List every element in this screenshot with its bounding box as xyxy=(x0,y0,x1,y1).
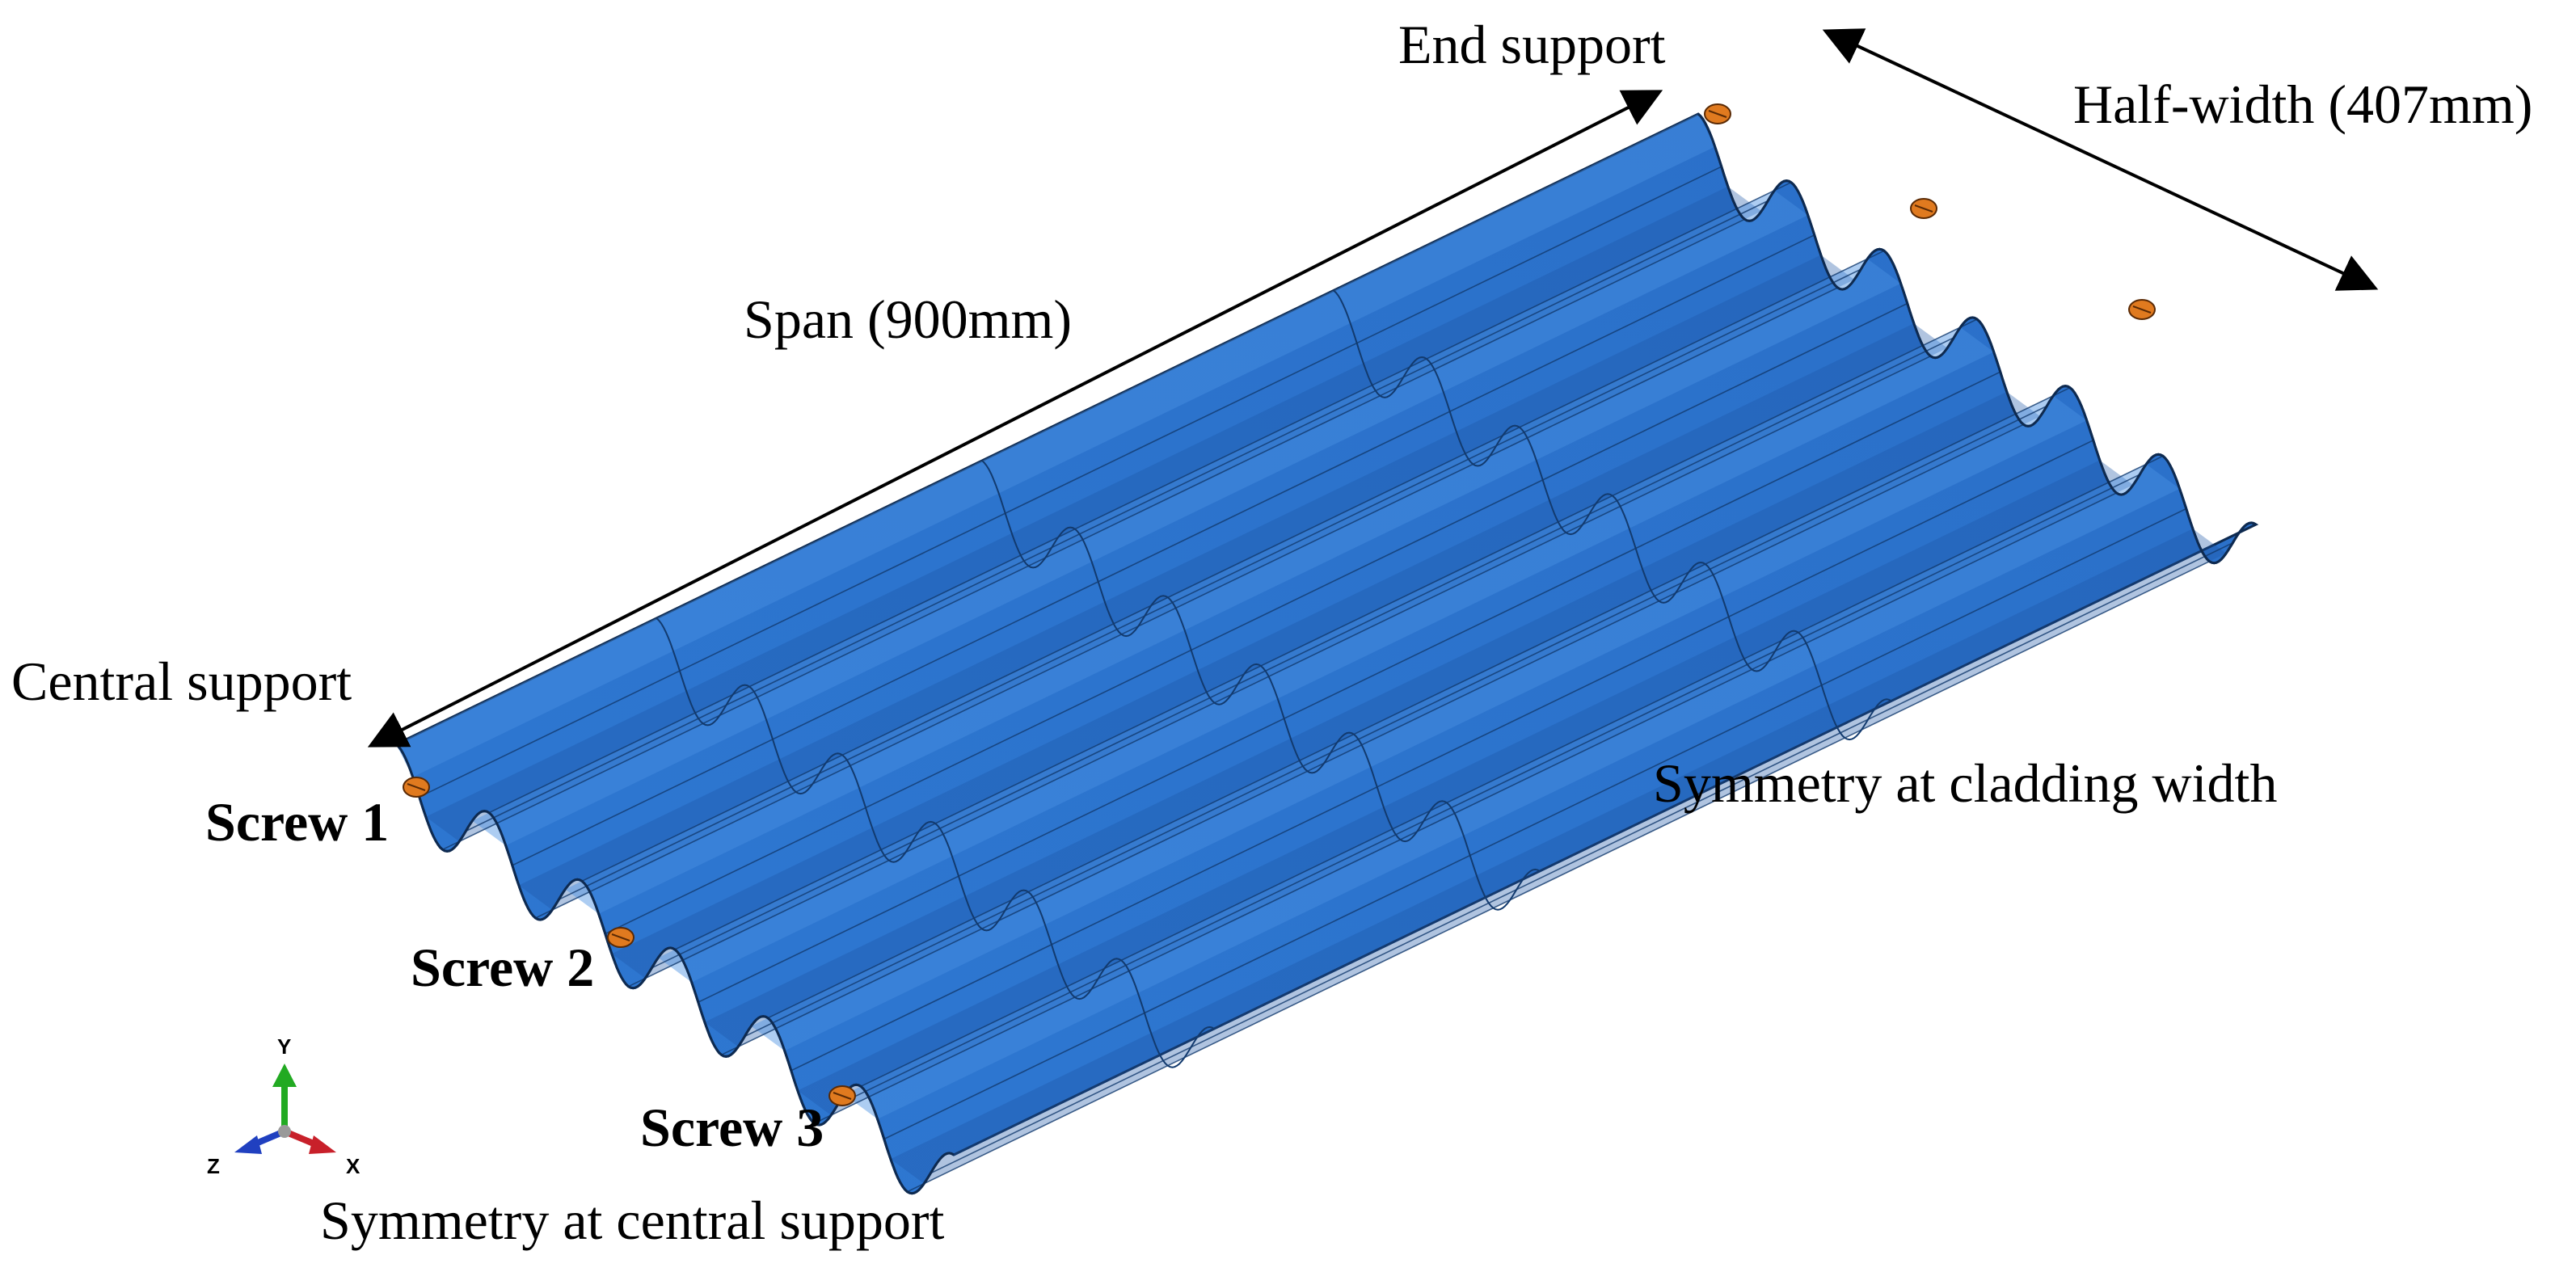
y-axis-arrowhead xyxy=(272,1064,297,1087)
symmetry-central-label: Symmetry at central support xyxy=(320,1190,944,1251)
central-support-edge xyxy=(394,743,955,1195)
ridge-band xyxy=(937,524,2256,1163)
half-width-arrow xyxy=(1822,28,2379,291)
half-width-label: Half-width (407mm) xyxy=(2073,74,2532,135)
corrugated-sheet xyxy=(394,112,2259,1195)
screw-2-marker xyxy=(607,927,635,948)
x-axis-label: X xyxy=(346,1154,360,1178)
mesh-line xyxy=(930,542,2233,1174)
span-arrow xyxy=(367,90,1663,748)
end-support-edge xyxy=(1697,112,2257,565)
ridge-band xyxy=(844,464,2180,1119)
trough-band xyxy=(890,529,2227,1184)
screw-3-label: Screw 3 xyxy=(640,1097,824,1158)
symmetry-cladding-label: Symmetry at cladding width xyxy=(1653,752,2277,814)
mesh-line xyxy=(907,560,2210,1193)
screw-3-marker xyxy=(828,1085,856,1106)
axis-triad: Y X Z xyxy=(207,1034,360,1178)
mesh-line xyxy=(883,508,2187,1140)
x-axis-arrowhead xyxy=(309,1135,336,1154)
screw-end-2-marker xyxy=(1910,198,1937,219)
mesh-line xyxy=(860,455,2164,1088)
mesh-line xyxy=(837,474,2140,1106)
span-label: Span (900mm) xyxy=(744,289,1072,350)
z-axis-label: Z xyxy=(207,1154,220,1178)
triad-origin xyxy=(278,1125,291,1138)
screw-1-label: Screw 1 xyxy=(205,791,389,853)
screw-end-3-marker xyxy=(2128,299,2156,320)
mesh-line xyxy=(791,440,2094,1072)
mesh-line xyxy=(814,492,2117,1124)
end-support-label: End support xyxy=(1398,14,1666,75)
central-support-label: Central support xyxy=(11,651,352,712)
screw-end-1-marker xyxy=(1704,103,1731,124)
trough-band xyxy=(797,460,2134,1115)
y-axis-label: Y xyxy=(277,1034,291,1059)
screw-1-marker xyxy=(403,777,430,798)
z-axis-arrowhead xyxy=(234,1135,262,1154)
screw-2-label: Screw 2 xyxy=(411,937,594,998)
